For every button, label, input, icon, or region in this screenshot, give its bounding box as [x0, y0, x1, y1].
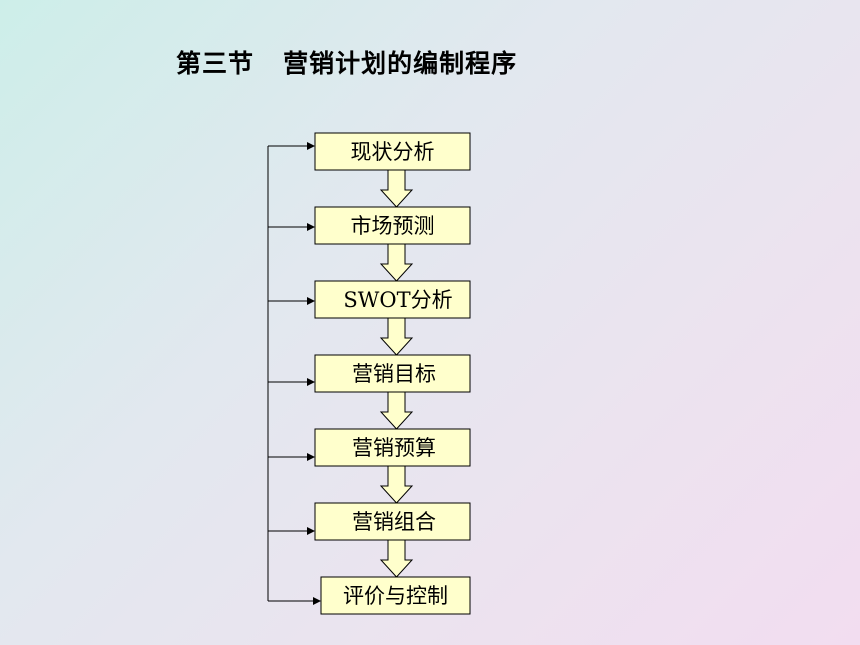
- step-label-6: 营销组合: [352, 510, 436, 534]
- step-label-5: 营销预算: [352, 436, 436, 460]
- feedback-arrow-3: [268, 297, 315, 305]
- feedback-arrow-2: [268, 223, 315, 231]
- step-box-7: 评价与控制: [320, 576, 471, 615]
- feedback-arrow-6: [268, 527, 315, 535]
- step-box-5: 营销预算: [314, 428, 471, 467]
- down-arrow-6: [379, 539, 414, 578]
- feedback-arrow-7: [268, 597, 321, 605]
- down-arrow-1: [379, 169, 414, 208]
- step-label-3: SWOT分析: [343, 288, 452, 312]
- step-box-2: 市场预测: [314, 206, 471, 245]
- down-arrow-5: [379, 465, 414, 504]
- feedback-arrow-4: [268, 378, 315, 386]
- page-title: 第三节 营销计划的编制程序: [176, 49, 518, 78]
- step-label-1: 现状分析: [351, 140, 435, 164]
- down-arrow-4: [379, 391, 414, 430]
- down-arrow-3: [379, 317, 414, 356]
- feedback-arrow-1: [268, 142, 315, 150]
- down-arrow-2: [379, 243, 414, 282]
- step-box-1: 现状分析: [314, 132, 471, 171]
- feedback-arrow-5: [268, 453, 315, 461]
- step-box-4: 营销目标: [314, 354, 471, 393]
- step-box-3: SWOT分析: [314, 280, 471, 319]
- step-box-6: 营销组合: [314, 502, 471, 541]
- step-label-7: 评价与控制: [343, 584, 448, 608]
- step-label-2: 市场预测: [351, 214, 435, 238]
- step-label-4: 营销目标: [352, 362, 436, 386]
